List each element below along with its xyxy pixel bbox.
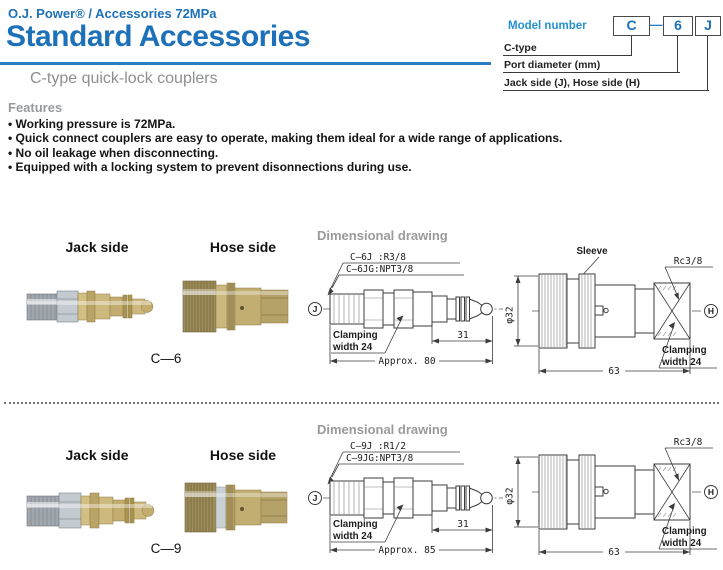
- clamping-label-line2: width 24: [661, 357, 702, 368]
- connector-line-c: [631, 36, 632, 55]
- title-underline: [0, 62, 491, 65]
- model-number-label: Model number: [508, 20, 587, 32]
- model-row-side: Jack side (J), Hose side (H): [503, 75, 709, 91]
- sleeve-label: Sleeve: [576, 246, 608, 257]
- model-code-box-c: C: [613, 16, 650, 36]
- jack-side-label: Jack side: [65, 447, 129, 463]
- model-row-port-diameter-label: Port diameter (mm): [504, 59, 601, 71]
- model-code-box-side: J: [695, 16, 721, 36]
- thread-spec-label: Rc3/8: [674, 256, 703, 267]
- connector-line-diameter: [677, 36, 678, 72]
- tip-length-dimension: 31: [457, 330, 469, 341]
- overall-length-dimension: Approx. 85: [378, 545, 435, 556]
- jack-body-outline: [329, 289, 493, 329]
- jack-mark: J: [313, 493, 318, 503]
- jack-coupler-photo: [26, 290, 154, 323]
- model-number-diagram: Model number C — 6 J C-type Port diamete…: [500, 12, 723, 100]
- feature-item: Quick connect couplers are easy to opera…: [8, 131, 563, 145]
- model-row-ctype-label: C-type: [504, 42, 537, 54]
- jack-side-label: Jack side: [65, 239, 129, 255]
- clamping-label-line2: width 24: [332, 531, 373, 542]
- feature-item: Equipped with a locking system to preven…: [8, 160, 562, 174]
- hose-coupler-photo: [184, 482, 288, 533]
- model-row-side-label: Jack side (J), Hose side (H): [504, 77, 640, 89]
- thread-spec-label: Rc3/8: [674, 437, 703, 448]
- jack-coupler-photo: [26, 492, 155, 529]
- thread-designation-line2: C–6JG:NPT3/8: [346, 264, 413, 275]
- hose-side-label: Hose side: [209, 239, 277, 255]
- feature-item: No oil leakage when disconnecting.: [8, 146, 562, 160]
- model-caption: C—9: [150, 541, 182, 556]
- model-code-box-diameter: 6: [663, 16, 693, 36]
- hose-dimensional-drawing: φ32 Rc3/8 H Clamping width 24 63: [505, 437, 718, 558]
- model-caption: C—6: [150, 351, 182, 366]
- hose-body-outline: [538, 454, 691, 530]
- clamping-label-line2: width 24: [332, 342, 373, 353]
- overall-length-dimension: Approx. 80: [378, 356, 435, 367]
- hose-mark: H: [708, 306, 714, 316]
- page-subtitle: C-type quick-lock couplers: [30, 70, 218, 87]
- jack-dimensional-drawing: C–6J :R3/8 C–6JG:NPT3/8 J Clamping width…: [308, 252, 503, 367]
- diameter-dimension: φ32: [505, 487, 516, 504]
- features-heading: Features: [8, 100, 63, 115]
- clamping-label-line1: Clamping: [662, 526, 707, 537]
- jack-dimensional-drawing: C–9J :R1/2 C–9JG:NPT3/8 J Clamping width…: [308, 441, 503, 556]
- dimensional-drawing-heading: Dimensional drawing: [317, 422, 448, 437]
- feature-item: Working pressure is 72MPa.: [8, 117, 562, 131]
- thread-designation-line2: C–9JG:NPT3/8: [346, 453, 413, 464]
- model-row-ctype: C-type: [503, 41, 632, 56]
- model-row-port-diameter: Port diameter (mm): [503, 58, 680, 73]
- hose-coupler-photo: [182, 280, 289, 333]
- hose-body-outline: [538, 273, 691, 349]
- clamping-label-line1: Clamping: [333, 519, 378, 530]
- connector-line-side: [707, 36, 708, 90]
- jack-mark: J: [313, 304, 318, 314]
- clamping-label-line1: Clamping: [333, 330, 378, 341]
- dimensional-drawing-heading: Dimensional drawing: [317, 228, 448, 243]
- jack-body-outline: [329, 477, 493, 519]
- hose-side-label: Hose side: [209, 447, 277, 463]
- overall-length-dimension: 63: [608, 547, 619, 558]
- clamping-label-line2: width 24: [661, 538, 702, 549]
- diameter-dimension: φ32: [505, 306, 516, 323]
- features-list: Working pressure is 72MPa. Quick connect…: [8, 117, 563, 175]
- thread-designation-line1: C–6J :R3/8: [350, 252, 406, 263]
- page-title: Standard Accessories: [6, 20, 311, 53]
- hose-dimensional-drawing: Sleeve φ32 Rc3/8 H Clamping width 24: [505, 246, 718, 377]
- tip-length-dimension: 31: [457, 519, 469, 530]
- breadcrumb: O.J. Power® / Accessories 72MPa: [8, 6, 217, 21]
- clamping-label-line1: Clamping: [662, 345, 707, 356]
- hose-mark: H: [708, 487, 714, 497]
- model-code-dash: —: [649, 17, 663, 32]
- section-divider: [4, 402, 719, 404]
- thread-designation-line1: C–9J :R1/2: [350, 441, 406, 452]
- overall-length-dimension: 63: [608, 366, 619, 377]
